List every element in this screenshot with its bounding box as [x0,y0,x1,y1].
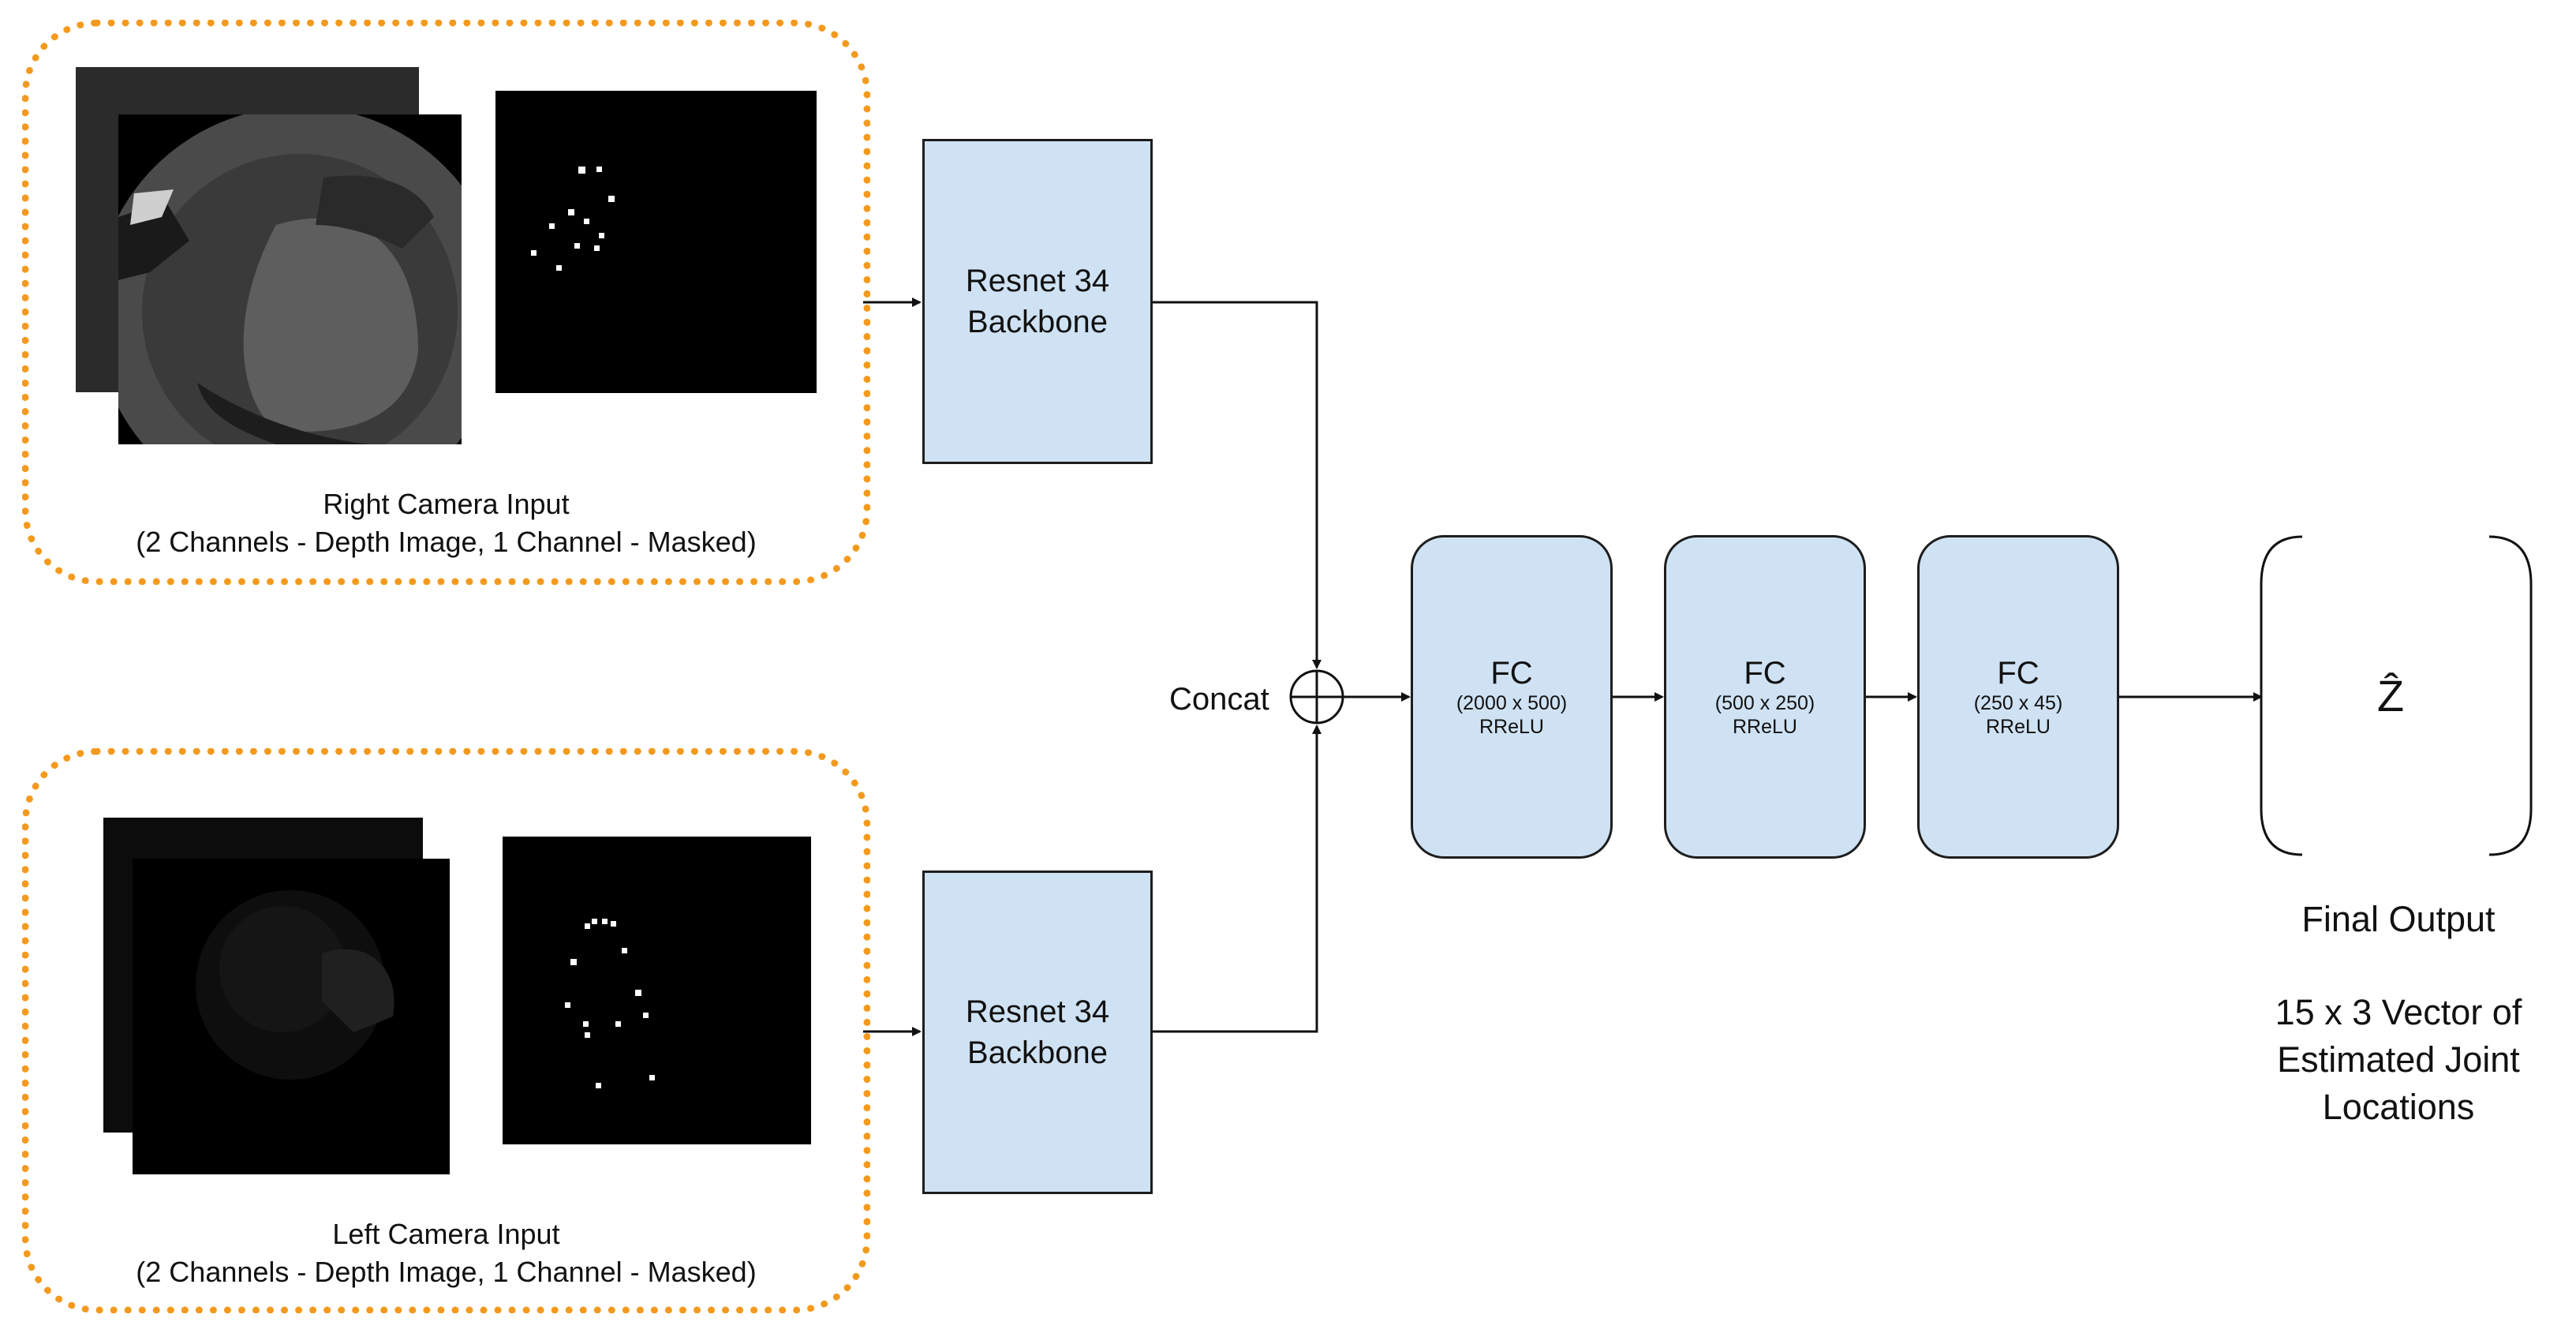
fc-1-title: FC [1490,656,1533,691]
fc-3-activation: RReLU [1986,716,2051,738]
right-mask-image [495,91,817,393]
left-joint-points [565,919,655,1088]
output-desc-line2: Estimated Joint [2277,1039,2520,1080]
left-mask-image [503,837,811,1144]
bottom-backbone-line1: Resnet 34 [965,994,1110,1029]
fc-2-dims: (500 x 250) [1714,692,1815,714]
output-right-bracket [2488,535,2533,856]
fc-2-activation: RReLU [1733,716,1797,738]
top-backbone-line1: Resnet 34 [965,264,1110,298]
output-left-bracket [2260,535,2303,856]
top-resnet-backbone: Resnet 34 Backbone [922,139,1153,464]
output-desc-line1: 15 x 3 Vector of [2275,992,2522,1032]
left-depth-image-front [133,859,450,1174]
depth-scene-left [196,890,394,1080]
output-desc-line3: Locations [2322,1087,2475,1127]
right-depth-image-front [118,114,462,444]
concat-label: Concat [1169,682,1269,717]
left-camera-caption-line2: (2 Channels - Depth Image, 1 Channel - M… [136,1256,757,1288]
right-joint-points [531,167,615,271]
output-symbol: Ẑ [2376,671,2405,721]
left-camera-caption-line1: Left Camera Input [332,1218,560,1250]
top-backbone-line2: Backbone [967,305,1108,339]
left-camera-input-frame [22,748,870,1313]
fc-1-activation: RReLU [1479,716,1544,738]
fc-layer-3: FC (250 x 45) RReLU [1917,535,2119,859]
right-camera-input-frame [22,20,870,585]
bottom-backbone-line2: Backbone [967,1035,1108,1070]
right-camera-caption-line1: Right Camera Input [323,488,570,520]
bottom-resnet-backbone: Resnet 34 Backbone [922,871,1153,1194]
fc-3-title: FC [1997,656,2039,691]
arrow-top-backbone-to-concat [1153,301,1322,669]
fc-1-dims: (2000 x 500) [1456,692,1568,714]
depth-scene-right [118,114,462,444]
fc-3-dims: (250 x 45) [1973,692,2063,714]
fc-layer-1: FC (2000 x 500) RReLU [1411,535,1613,859]
final-output-label: Final Output [2301,899,2496,939]
right-camera-caption-line2: (2 Channels - Depth Image, 1 Channel - M… [136,526,757,558]
fc-layer-2: FC (500 x 250) RReLU [1664,535,1866,859]
arrow-bottom-backbone-to-concat [1153,725,1322,1033]
concat-operator [1289,669,1344,725]
fc-2-title: FC [1744,656,1786,691]
